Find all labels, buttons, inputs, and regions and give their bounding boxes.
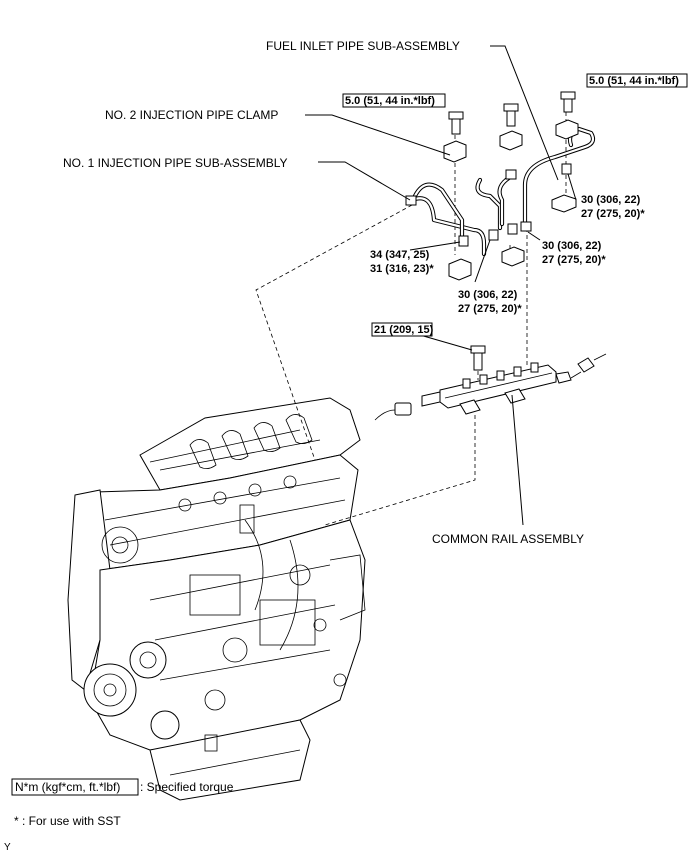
torque-no1-b: 31 (316, 23)* [370, 263, 434, 275]
torque-box-rail-bolt [371, 322, 433, 337]
engine-illustration [67, 397, 366, 801]
no1-pipe-nut [405, 195, 417, 206]
torque-right-a: 30 (306, 22) [581, 194, 641, 206]
torque-right-b: 27 (275, 20)* [581, 208, 645, 220]
label-no1-pipe: NO. 1 INJECTION PIPE SUB-ASSEMBLY [63, 156, 288, 170]
legend-sst-note: * : For use with SST [14, 814, 121, 828]
torque-center-a: 30 (306, 22) [458, 289, 518, 301]
legend-unit-desc: : Specified torque [140, 780, 234, 794]
common-rail [374, 345, 607, 421]
corner-mark: Y [4, 842, 11, 853]
clamp-bolt-left [451, 117, 461, 135]
torque-rail-bolt: 21 (209, 15) [374, 324, 434, 336]
label-no2-clamp: NO. 2 INJECTION PIPE CLAMP [105, 108, 278, 122]
torque-mid-a: 30 (306, 22) [542, 240, 602, 252]
clamps [443, 91, 579, 281]
no2-clamp-lower [448, 258, 472, 281]
injection-pipes [405, 126, 596, 257]
fuel-inlet-pipe-nut [520, 221, 532, 232]
torque-clamp-right: 5.0 (51, 44 in.*lbf) [589, 75, 679, 87]
no2-clamp-upper [443, 140, 467, 163]
legend-unit-box [11, 778, 139, 796]
leaders [305, 45, 577, 526]
label-fuel-inlet-pipe: FUEL INLET PIPE SUB-ASSEMBLY [266, 39, 460, 53]
legend-unit: N*m (kgf*cm, ft.*lbf) [15, 780, 120, 794]
torque-clamp-left: 5.0 (51, 44 in.*lbf) [345, 95, 435, 107]
torque-box-clamp-left [342, 93, 446, 108]
rail-bolt [473, 351, 483, 371]
torque-box-clamp-right [586, 73, 688, 88]
torque-no1-a: 34 (347, 25) [370, 249, 430, 261]
torque-mid-b: 27 (275, 20)* [542, 254, 606, 266]
label-common-rail: COMMON RAIL ASSEMBLY [432, 532, 584, 546]
clamp-bolt-right [563, 97, 573, 113]
rail-connector [394, 402, 412, 416]
torque-center-b: 27 (275, 20)* [458, 303, 522, 315]
